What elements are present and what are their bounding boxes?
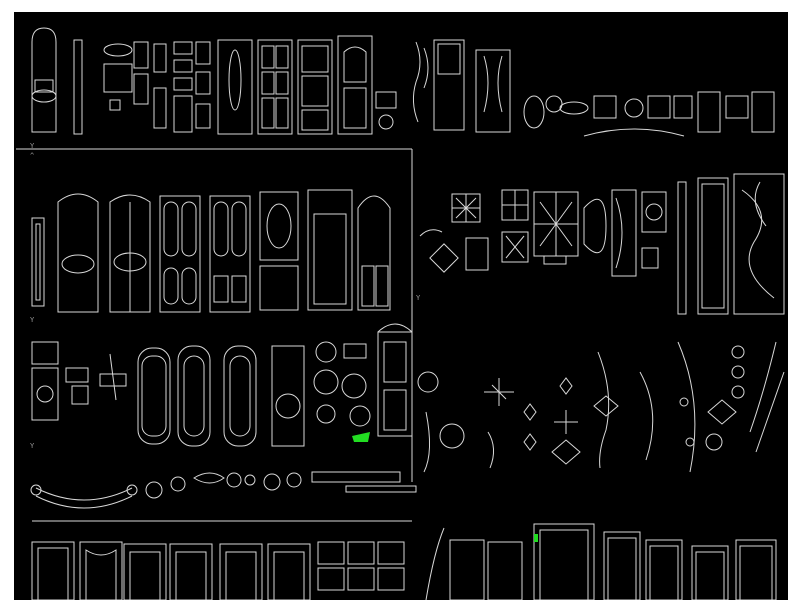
svg-text:^: ^ bbox=[30, 152, 34, 160]
ucs-axis-marker: Y bbox=[416, 294, 421, 302]
frieze-and-medallions bbox=[30, 471, 417, 509]
carved-doors-row-2 bbox=[31, 189, 391, 313]
drawing-background bbox=[14, 12, 788, 600]
highlighted-object bbox=[534, 534, 538, 542]
cad-drawing: Y ^ Y Y Y bbox=[14, 12, 788, 600]
ucs-axis-marker: Y ^ bbox=[30, 142, 35, 160]
svg-text:Y: Y bbox=[30, 142, 35, 150]
svg-text:Y: Y bbox=[416, 294, 421, 302]
door-frames-elevation bbox=[425, 523, 777, 600]
svg-text:Y: Y bbox=[30, 442, 35, 450]
glass-doors-row-4 bbox=[31, 541, 405, 600]
cad-drawing-canvas: Y ^ Y Y Y bbox=[14, 12, 788, 600]
svg-text:Y: Y bbox=[30, 316, 35, 324]
ucs-axis-marker: Y bbox=[30, 316, 35, 324]
lattice-screens bbox=[419, 173, 785, 315]
carved-panels-row-1 bbox=[31, 27, 775, 137]
ucs-axis-marker: Y bbox=[30, 442, 35, 450]
carved-ornaments-row-3 bbox=[31, 323, 465, 473]
highlighted-object bbox=[352, 432, 370, 442]
curved-line-ornaments bbox=[484, 341, 785, 473]
